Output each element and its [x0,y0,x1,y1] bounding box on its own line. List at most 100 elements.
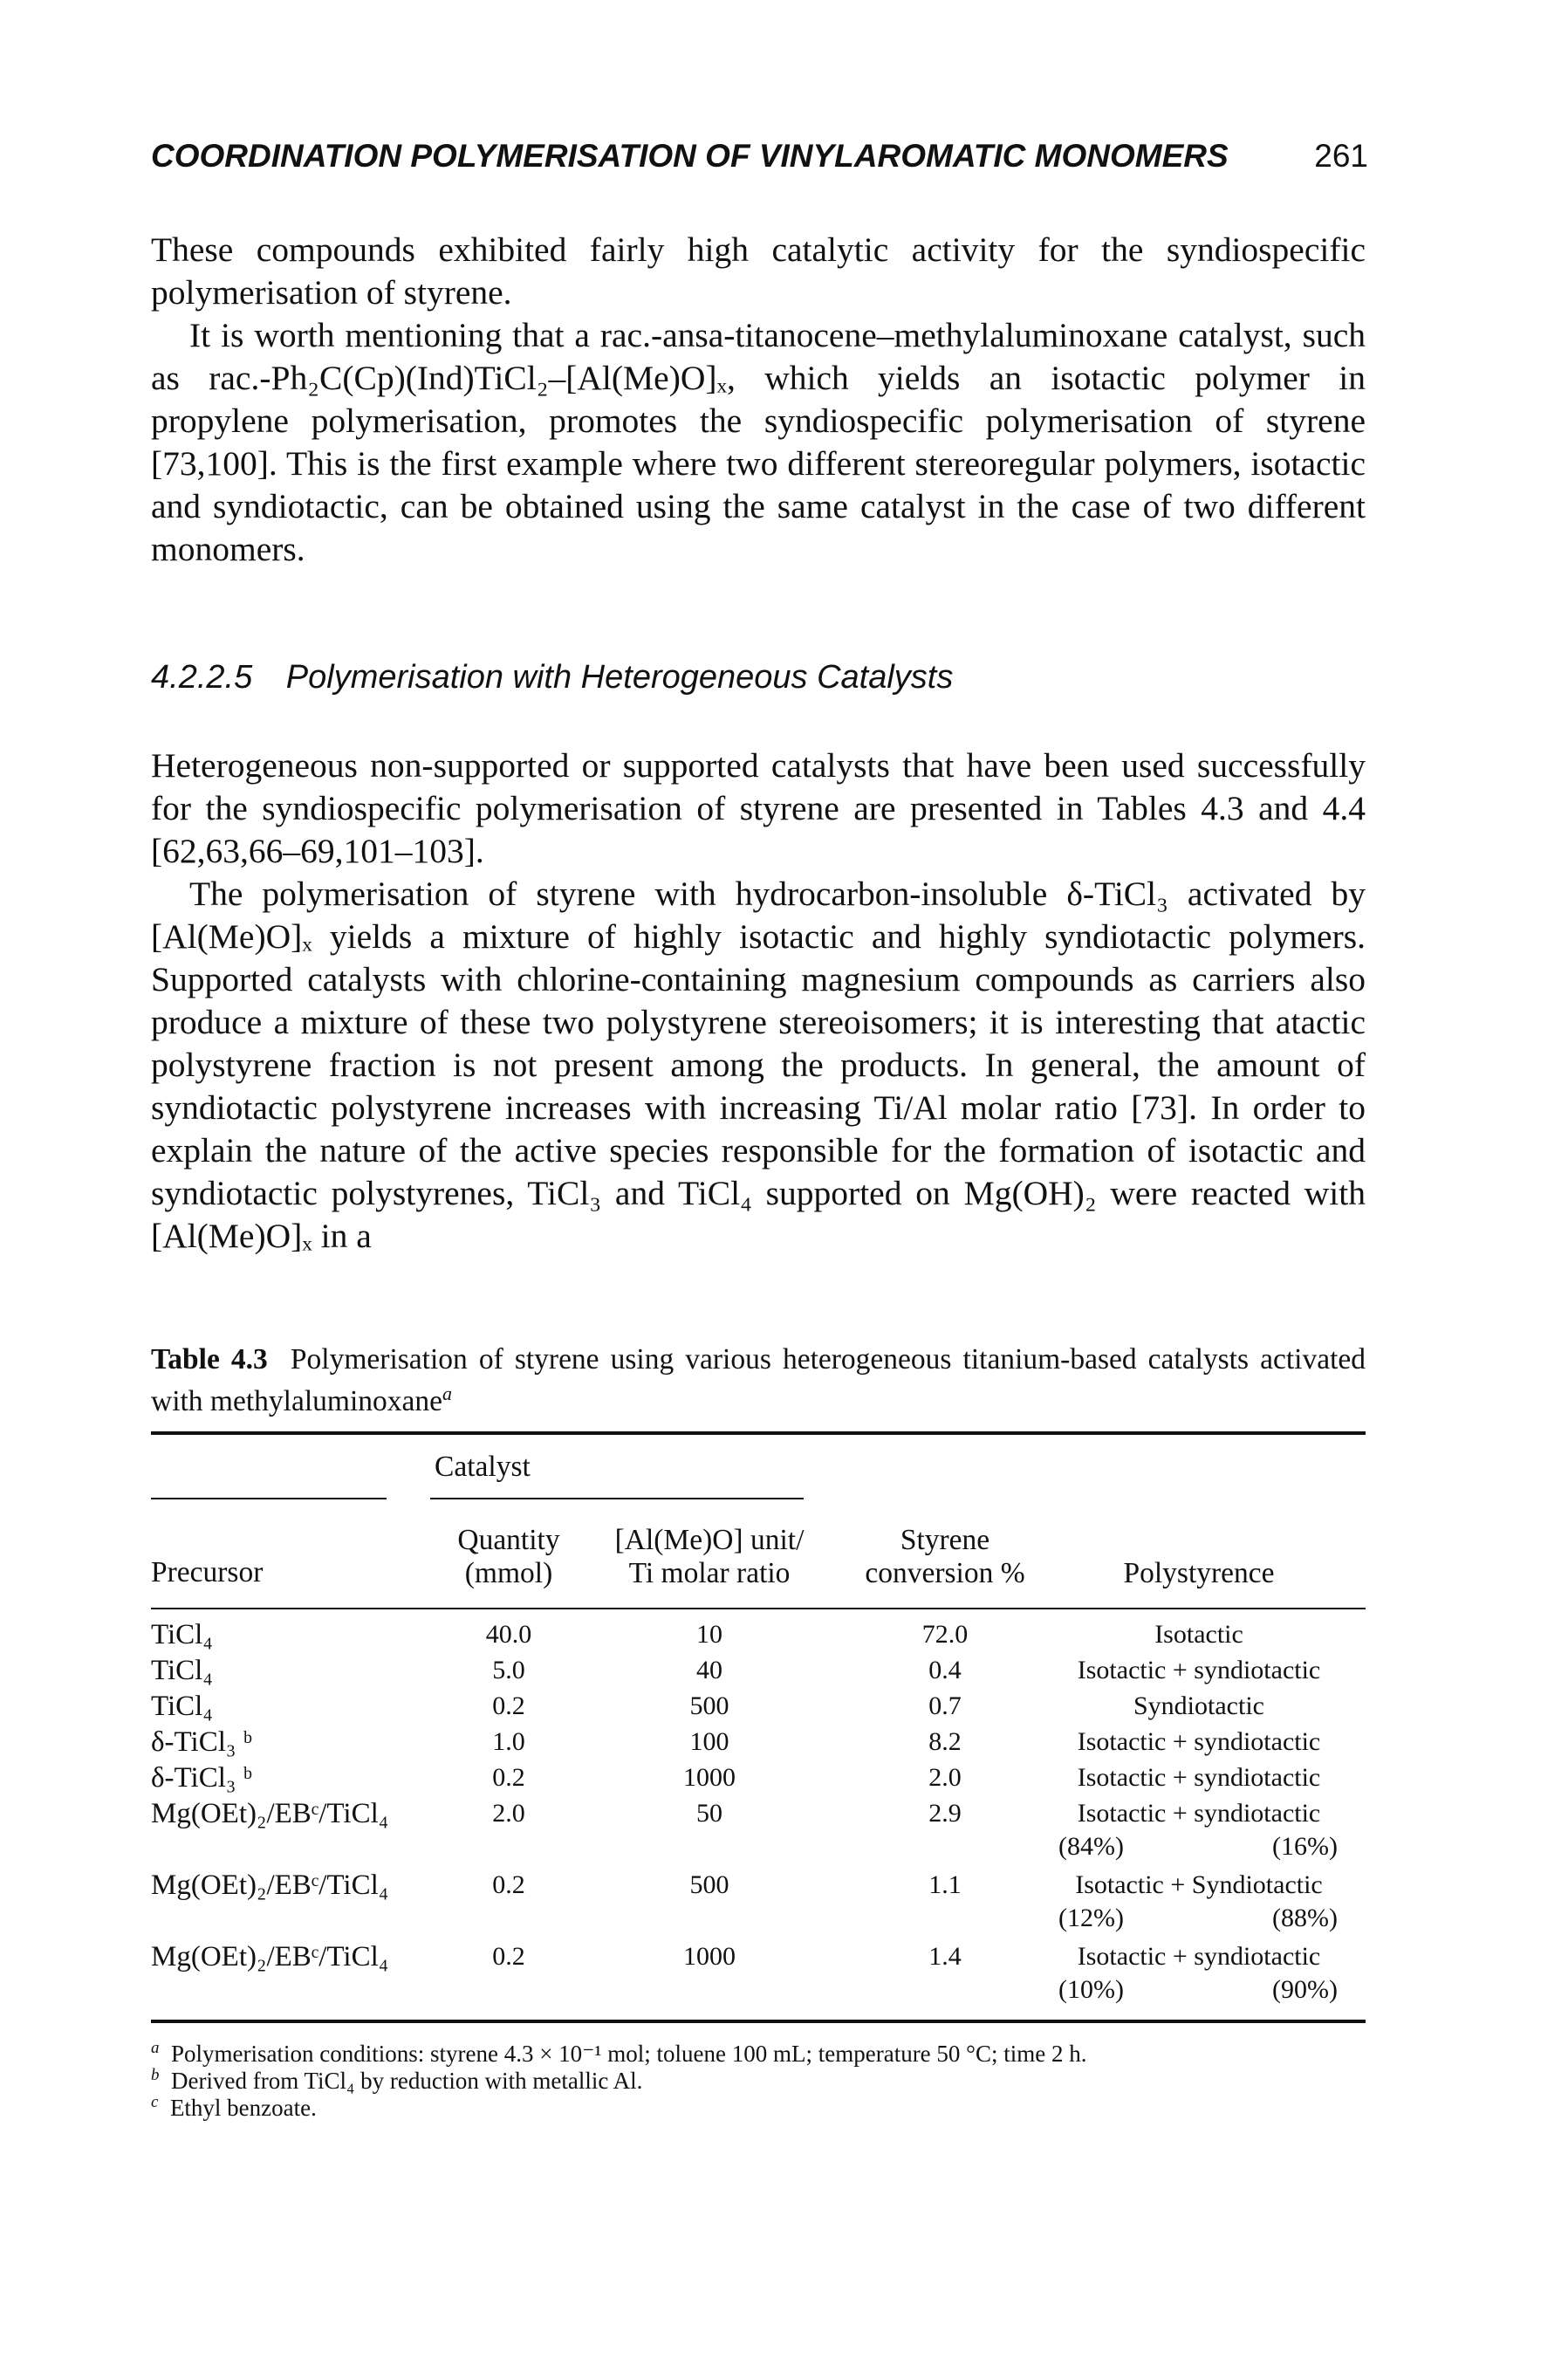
cell-ratio: 10 [696,1620,722,1649]
table-label: Table 4.3 [151,1343,268,1376]
cell-polystyrene: Isotactic + Syndiotactic [1075,1870,1323,1899]
table-header-rule [151,1608,1366,1609]
header-ratio-line1: [Al(Me)O] unit/ [614,1524,805,1556]
table-row-percentages: (12%) (88%) [1058,1904,1338,1933]
header-polystyrene: Polystyrence [1123,1557,1275,1589]
running-header: COORDINATION POLYMERISATION OF VINYLAROM… [151,138,1368,175]
running-title: COORDINATION POLYMERISATION OF VINYLAROM… [151,138,1229,174]
table-caption: Table 4.3 Polymerisation of styrene usin… [151,1342,1366,1418]
table-row-percentages: (84%) (16%) [1058,1832,1338,1862]
cell-quantity: 5.0 [492,1656,525,1684]
paragraph-1: These compounds exhibited fairly high ca… [151,230,1366,312]
cell-isotactic-percent: (12%) [1058,1904,1124,1932]
header-conversion-line1: Styrene [900,1524,990,1556]
footnote-text: Ethyl benzoate. [169,2095,317,2121]
cell-conversion: 2.0 [928,1763,962,1792]
footnote-b: b Derived from TiCl₄ by reduction with m… [151,2062,642,2094]
cell-precursor: Mg(OEt)₂/EBᶜ/TiCl₄ [151,1941,389,1972]
cell-precursor: δ-TiCl₃ ᵇ [151,1762,252,1794]
table-row: Mg(OEt)₂/EBᶜ/TiCl₄ 0.2 1000 1.4 Isotacti… [151,1939,1366,1974]
cell-polystyrene: Syndiotactic [1133,1691,1264,1720]
cell-quantity: 0.2 [492,1870,525,1899]
header-quantity: Quantity (mmol) [448,1524,570,1590]
table-row: TiCl₄ 40.0 10 72.0 Isotactic [151,1617,1366,1652]
page-number: 261 [1314,138,1368,174]
cell-syndiotactic-percent: (16%) [1272,1832,1338,1861]
cell-conversion: 2.9 [928,1799,962,1828]
cell-conversion: 1.4 [928,1942,962,1971]
cell-isotactic-percent: (84%) [1058,1832,1124,1861]
footnote-text: Derived from TiCl₄ by reduction with met… [171,2068,643,2094]
cell-conversion: 0.4 [928,1656,962,1684]
cell-ratio: 40 [696,1656,722,1684]
header-conversion: Styrene conversion % [840,1524,1050,1590]
cell-quantity: 40.0 [485,1620,532,1649]
cell-conversion: 72.0 [921,1620,969,1649]
section-heading: 4.2.2.5 Polymerisation with Heterogeneou… [151,659,953,696]
cell-ratio: 50 [696,1799,722,1828]
cell-polystyrene: Isotactic + syndiotactic [1077,1656,1321,1684]
footnote-a: a Polymerisation conditions: styrene 4.3… [151,2035,1086,2067]
footnote-text: Polymerisation conditions: styrene 4.3 ×… [171,2041,1087,2067]
cell-precursor: Mg(OEt)₂/EBᶜ/TiCl₄ [151,1869,389,1901]
cell-conversion: 0.7 [928,1691,962,1720]
header-ratio-line2: Ti molar ratio [628,1557,791,1589]
text-block-bottom: Heterogeneous non-supported or supported… [151,744,1366,1258]
cell-precursor: TiCl₄ [151,1619,213,1650]
cell-conversion: 8.2 [928,1727,962,1756]
paragraph-3: Heterogeneous non-supported or supported… [151,746,1366,870]
cell-isotactic-percent: (10%) [1058,1975,1124,2004]
table-row-percentages: (10%) (90%) [1058,1975,1338,2005]
cell-precursor: TiCl₄ [151,1655,213,1686]
header-quantity-line2: (mmol) [464,1557,553,1589]
table-bottom-rule [151,2020,1366,2023]
table-row: TiCl₄ 5.0 40 0.4 Isotactic + syndiotacti… [151,1653,1366,1688]
cell-precursor: Mg(OEt)₂/EBᶜ/TiCl₄ [151,1798,389,1829]
header-catalyst-group: Catalyst [435,1451,531,1483]
caption-footnote-mark: a [442,1382,453,1404]
cell-polystyrene: Isotactic + syndiotactic [1077,1799,1321,1828]
cell-polystyrene: Isotactic + syndiotactic [1077,1942,1321,1971]
header-precursor: Precursor [151,1556,264,1588]
section-title: Polymerisation with Heterogeneous Cataly… [285,659,954,696]
cell-quantity: 0.2 [492,1691,525,1720]
header-ratio: [Al(Me)O] unit/ Ti molar ratio [596,1524,823,1590]
cell-polystyrene: Isotactic [1154,1620,1243,1649]
cell-ratio: 500 [689,1870,729,1899]
group-rule-right [430,1498,804,1499]
table-row: Mg(OEt)₂/EBᶜ/TiCl₄ 2.0 50 2.9 Isotactic … [151,1796,1366,1831]
cell-ratio: 500 [689,1691,729,1720]
cell-quantity: 0.2 [492,1942,525,1971]
cell-precursor: TiCl₄ [151,1691,213,1722]
footnote-c: c Ethyl benzoate. [151,2089,317,2121]
header-conversion-line2: conversion % [865,1557,1025,1589]
cell-quantity: 2.0 [492,1799,525,1828]
cell-ratio: 1000 [683,1763,736,1792]
table-row: Mg(OEt)₂/EBᶜ/TiCl₄ 0.2 500 1.1 Isotactic… [151,1868,1366,1903]
paragraph-2: It is worth mentioning that a rac.-ansa-… [151,316,1366,568]
footnote-mark: b [151,2066,160,2084]
table-row: δ-TiCl₃ ᵇ 1.0 100 8.2 Isotactic + syndio… [151,1725,1366,1760]
table-caption-text: Polymerisation of styrene using various … [151,1343,1366,1418]
text-block-top: These compounds exhibited fairly high ca… [151,229,1366,571]
footnote-mark: c [151,2093,159,2111]
table-row: TiCl₄ 0.2 500 0.7 Syndiotactic [151,1689,1366,1724]
cell-syndiotactic-percent: (88%) [1272,1904,1338,1932]
cell-polystyrene: Isotactic + syndiotactic [1077,1727,1321,1756]
table-top-rule [151,1431,1366,1435]
footnote-mark: a [151,2039,160,2057]
header-quantity-line1: Quantity [457,1524,560,1556]
cell-precursor: δ-TiCl₃ ᵇ [151,1726,252,1758]
cell-polystyrene: Isotactic + syndiotactic [1077,1763,1321,1792]
section-number: 4.2.2.5 [151,659,253,696]
paragraph-4: The polymerisation of styrene with hydro… [151,875,1366,1255]
cell-conversion: 1.1 [928,1870,962,1899]
group-rule-left [151,1498,387,1499]
cell-quantity: 1.0 [492,1727,525,1756]
cell-syndiotactic-percent: (90%) [1272,1975,1338,2004]
cell-ratio: 100 [689,1727,729,1756]
table-row: δ-TiCl₃ ᵇ 0.2 1000 2.0 Isotactic + syndi… [151,1760,1366,1795]
cell-ratio: 1000 [683,1942,736,1971]
cell-quantity: 0.2 [492,1763,525,1792]
